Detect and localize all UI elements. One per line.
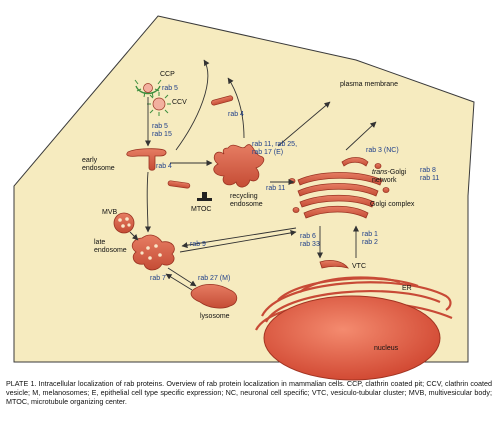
late-endosome-label-1: late (94, 239, 105, 246)
arrow-recycling-to-pm (277, 101, 331, 147)
arrow-lysosome-to-late (165, 273, 193, 291)
rab-label-rab7: rab 7 (150, 275, 166, 282)
nucleus-label: nucleus (374, 345, 399, 352)
figure-caption: PLATE 1. Intracellular localization of r… (6, 379, 492, 407)
rab4-vesicle-mid (167, 180, 191, 189)
arrow-mvb-to-late (129, 231, 139, 241)
tgn-label-1: trans-Golgi (372, 169, 407, 176)
mvb-label: MVB (102, 209, 118, 216)
late-endosome-label-2: endosome (94, 247, 127, 254)
rab-label-rab9: rab 9 (190, 241, 206, 248)
rab-labels: rab 5 rab 5 rab 15 rab 4 rab 4 rab 11, r… (150, 85, 439, 282)
arrow-early-to-late (144, 171, 151, 233)
early-endosome-label-2: endosome (82, 165, 115, 172)
clathrin-coated-vesicle (147, 92, 171, 116)
arrow-early-to-membrane (175, 59, 210, 151)
arrow-late-to-golgi (179, 229, 297, 253)
rab-label-rab11-tgn: rab 11 (420, 175, 439, 182)
arrow-golgi-to-late (181, 227, 297, 249)
rab-label-early-rab15: rab 15 (152, 131, 172, 138)
early-endosome-label-1: early (82, 157, 98, 164)
mtoc-icon (197, 192, 212, 201)
rab-label-rab4-mid: rab 4 (156, 163, 172, 170)
ccv-label: CCV (172, 99, 187, 106)
mtoc-label: MTOC (191, 206, 211, 213)
rab-label-rab11-arrow: rab 11 (266, 185, 285, 192)
rab-label-rab2: rab 2 (362, 239, 378, 246)
tgn-label-2: network (372, 177, 397, 184)
rab-label-rab8: rab 8 (420, 167, 436, 174)
tgn-vesicles (341, 157, 382, 169)
organelle-labels: CCP CCV plasma membrane early endosome M… (82, 71, 415, 352)
golgi-complex (288, 172, 390, 219)
transport-arrows (129, 59, 377, 287)
multivesicular-body (113, 212, 135, 234)
rab-label-early-rab5: rab 5 (152, 123, 168, 130)
recycling-endosome-label-2: endosome (230, 201, 263, 208)
rab4-vesicle-top (211, 95, 234, 106)
recycling-endosome (213, 144, 265, 188)
rab-label-ccp-rab5: rab 5 (162, 85, 178, 92)
vtc-label: VTC (352, 263, 366, 270)
arrow-late-to-lysosome (167, 267, 197, 287)
early-endosome (126, 148, 167, 171)
rab-label-rab4-top: rab 4 (228, 111, 244, 118)
caption-body: Overview of rab protein localization in … (6, 379, 492, 407)
recycling-endosome-label-1: recycling (230, 193, 258, 200)
clathrin-coated-pit (134, 79, 162, 98)
lysosome-label: lysosome (200, 313, 230, 320)
rab-label-rab27: rab 27 (M) (198, 275, 230, 282)
rab-label-rab33: rab 33 (300, 241, 320, 248)
lysosome (190, 284, 238, 309)
caption-title: PLATE 1. Intracellular localization of r… (6, 379, 165, 388)
rab-label-rab1: rab 1 (362, 231, 378, 238)
ccp-label: CCP (160, 71, 175, 78)
rab-label-rab6: rab 6 (300, 233, 316, 240)
late-endosome (131, 234, 175, 271)
nucleus (263, 295, 441, 381)
golgi-complex-label: Golgi complex (370, 201, 415, 208)
arrow-recycling-to-membrane (227, 77, 245, 139)
rab-label-rab17: rab 17 (E) (252, 149, 283, 156)
vtc (319, 260, 349, 269)
arrow-tgn-to-pm (345, 121, 377, 151)
plasma-membrane-label: plasma membrane (340, 81, 398, 88)
er-label: ER (402, 285, 412, 292)
rab-label-rab11-25: rab 11, rab 25, (252, 141, 297, 148)
rab-label-rab3: rab 3 (NC) (366, 147, 399, 154)
cell-cytoplasm (13, 15, 475, 363)
